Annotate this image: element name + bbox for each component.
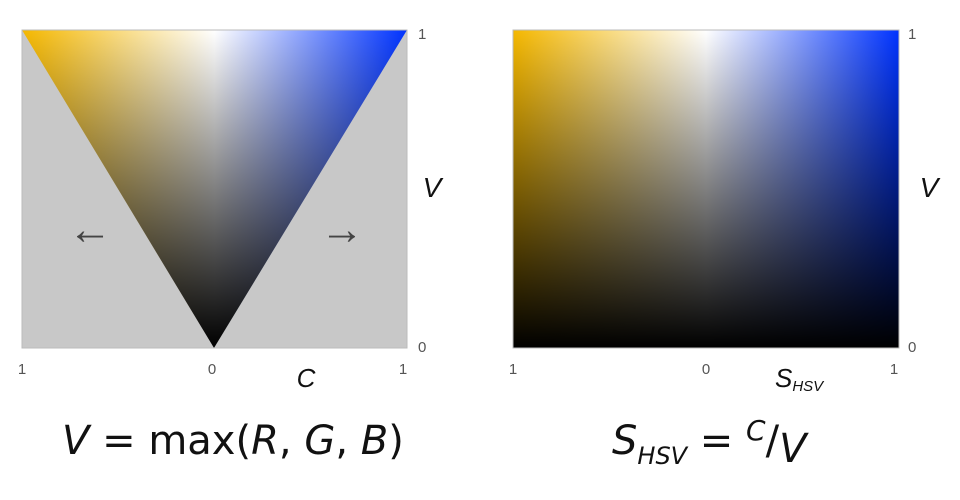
formula-close: ) — [388, 418, 404, 464]
left-arrow-glyph: ← — [68, 205, 112, 254]
formula-eq-max: = max( — [89, 418, 252, 464]
left-v-tick-0: 0 — [418, 339, 426, 356]
formula-sep1: , — [278, 418, 305, 464]
formula-v: V — [62, 418, 90, 464]
left-tick-1-right: 1 — [399, 361, 407, 378]
right-v-tick-0: 0 — [908, 339, 916, 356]
formula-value-max: V = max(R, G, B) — [62, 418, 404, 464]
left-tick-1-left: 1 — [18, 361, 26, 378]
formula-r: R — [251, 418, 279, 464]
formula-c: C — [746, 414, 766, 447]
formula-s-sub: HSV — [637, 442, 688, 470]
left-x-axis-label: C — [297, 363, 316, 393]
formula-eq: = — [687, 418, 747, 464]
formula-b: B — [360, 418, 389, 464]
formula-slash: / — [765, 418, 780, 464]
formula-saturation-hsv: SHSV = C/V — [612, 414, 806, 472]
left-panel-frame — [21, 29, 408, 349]
right-v-axis-label: V — [920, 172, 941, 203]
formula-v-denominator: V — [779, 426, 807, 472]
right-x-axis-label: SHSV — [775, 363, 825, 395]
right-x-axis-label-sub: HSV — [792, 378, 825, 395]
formula-g: G — [304, 418, 336, 464]
formula-sep2: , — [335, 418, 361, 464]
left-tick-0-center: 0 — [208, 361, 216, 378]
right-panel-frame — [512, 29, 900, 349]
formula-s: S — [612, 418, 638, 464]
right-panel: 1 0 1 SHSV 1 0 V — [509, 26, 941, 395]
right-tick-1-right: 1 — [890, 361, 898, 378]
right-tick-1-left: 1 — [509, 361, 517, 378]
left-v-axis-label: V — [423, 172, 444, 203]
square-value-fill — [513, 30, 899, 348]
right-arrow-glyph: → — [320, 205, 364, 254]
right-x-axis-label-s: S — [775, 363, 793, 393]
right-tick-0-center: 0 — [702, 361, 710, 378]
left-panel: ← → 1 0 1 C 1 0 V — [18, 26, 444, 393]
right-v-tick-1: 1 — [908, 26, 916, 43]
left-v-tick-1: 1 — [418, 26, 426, 43]
